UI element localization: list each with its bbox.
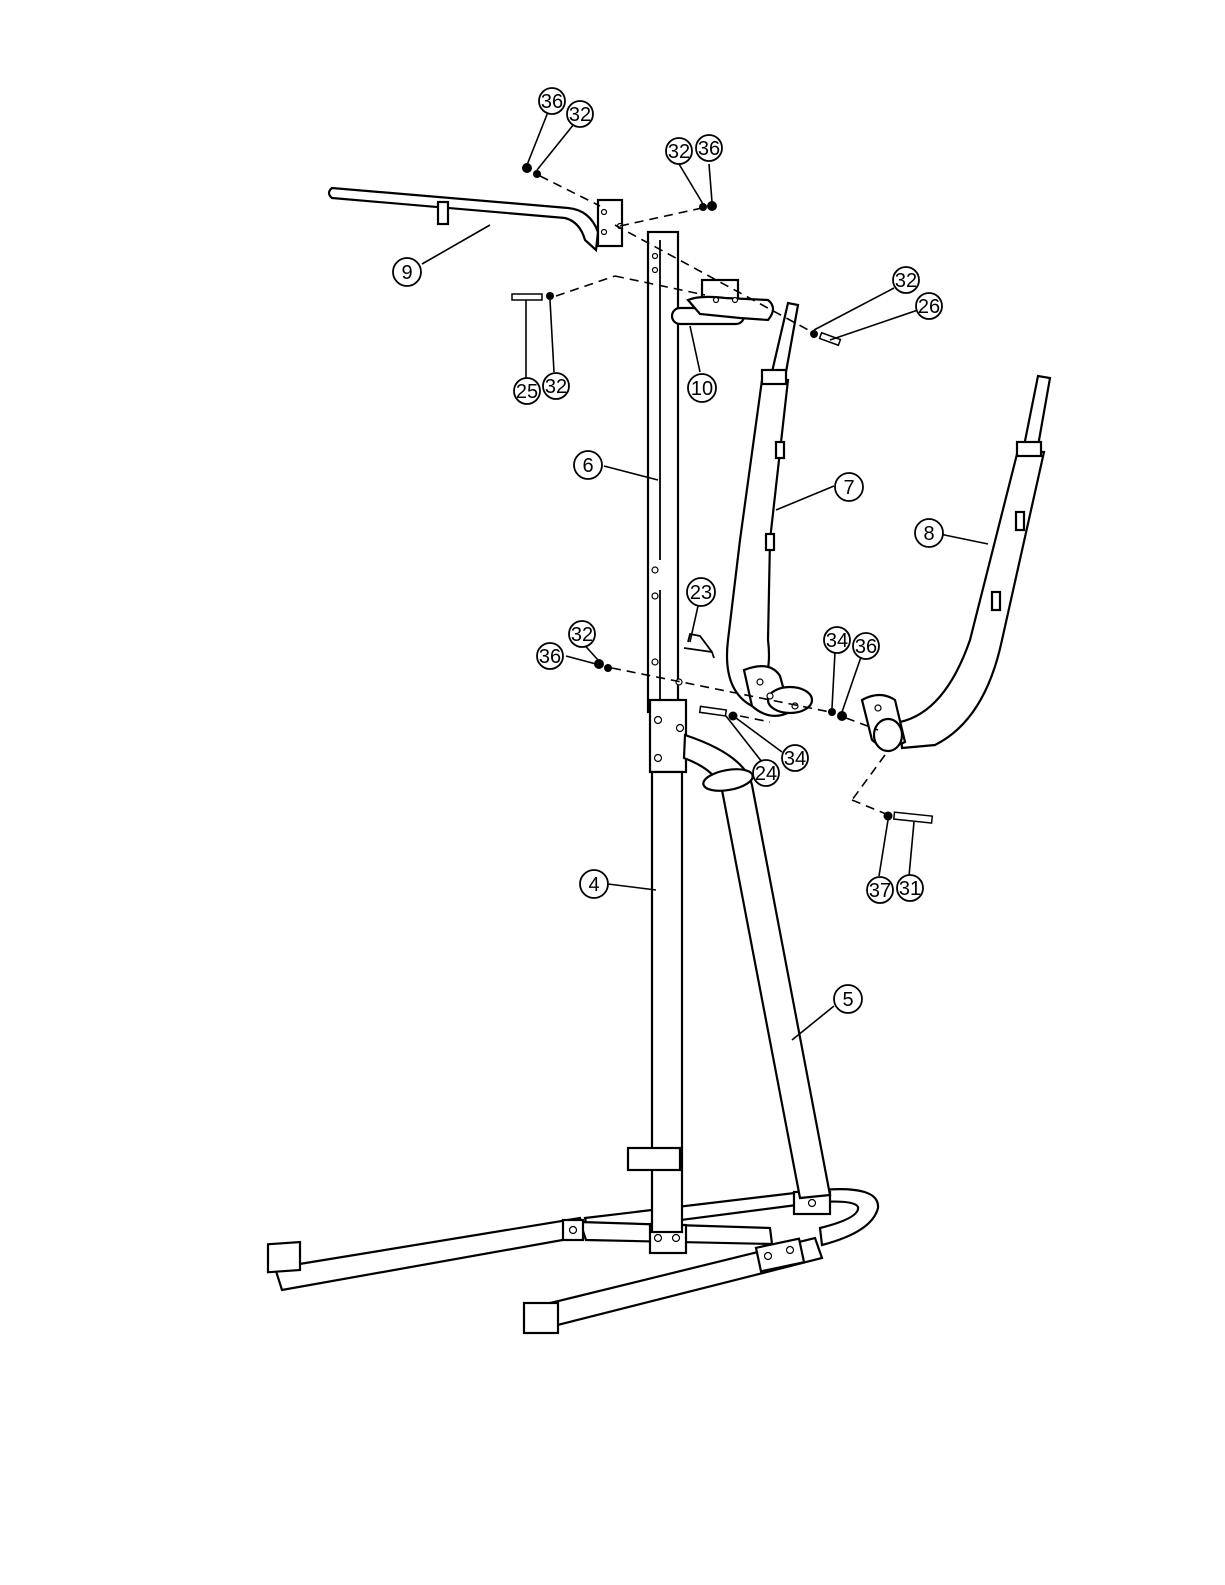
main-upright (628, 232, 686, 1232)
svg-text:9: 9 (401, 262, 412, 284)
svg-text:7: 7 (843, 477, 854, 499)
dip-arm-8 (862, 376, 1050, 751)
svg-text:32: 32 (895, 270, 917, 292)
callout-c37: 37 (867, 877, 893, 903)
callout-c6: 6 (574, 451, 602, 479)
callout-c32c: 32 (893, 267, 919, 293)
callout-c36a: 36 (539, 88, 565, 114)
svg-text:31: 31 (899, 878, 921, 900)
chin-bar-9 (329, 188, 623, 250)
svg-text:23: 23 (690, 582, 712, 604)
svg-text:37: 37 (869, 880, 891, 902)
callout-c23: 23 (687, 578, 715, 606)
callout-c10: 10 (688, 374, 716, 402)
svg-text:24: 24 (755, 763, 777, 785)
svg-text:34: 34 (826, 630, 848, 652)
leader-lines (422, 112, 988, 1040)
callout-c36d: 36 (853, 633, 879, 659)
callout-c34a: 34 (824, 627, 850, 653)
svg-text:8: 8 (923, 523, 934, 545)
svg-text:25: 25 (516, 381, 538, 403)
svg-text:36: 36 (855, 636, 877, 658)
callout-c8: 8 (915, 519, 943, 547)
svg-text:36: 36 (541, 91, 563, 113)
callout-c7: 7 (835, 473, 863, 501)
base-frame (268, 1189, 878, 1333)
rear-brace (684, 735, 830, 1198)
svg-text:32: 32 (571, 624, 593, 646)
assembly-lines (540, 176, 886, 814)
callout-c25: 25 (514, 378, 540, 404)
callout-c36c: 36 (537, 643, 563, 669)
callout-c32d: 32 (543, 373, 569, 399)
callout-c36b: 36 (696, 135, 722, 161)
callout-c5: 5 (834, 985, 862, 1013)
svg-text:36: 36 (698, 138, 720, 160)
pin-23 (684, 634, 714, 658)
callout-c32e: 32 (569, 621, 595, 647)
svg-text:5: 5 (842, 989, 853, 1011)
svg-text:4: 4 (588, 874, 599, 896)
callout-c32a: 32 (567, 101, 593, 127)
callout-c9: 9 (393, 258, 421, 286)
callout-c34b: 34 (782, 745, 808, 771)
svg-text:32: 32 (668, 141, 690, 163)
callout-c31: 31 (897, 875, 923, 901)
callout-c32b: 32 (666, 138, 692, 164)
svg-text:32: 32 (545, 376, 567, 398)
handle-10 (672, 280, 773, 324)
svg-text:32: 32 (569, 104, 591, 126)
svg-text:36: 36 (539, 646, 561, 668)
svg-text:10: 10 (691, 378, 713, 400)
svg-text:34: 34 (784, 748, 806, 770)
callout-c4: 4 (580, 870, 608, 898)
svg-text:26: 26 (918, 296, 940, 318)
svg-text:6: 6 (582, 455, 593, 477)
callout-c24: 24 (753, 760, 779, 786)
callout-c26: 26 (916, 293, 942, 319)
dip-arm-7 (727, 303, 812, 716)
